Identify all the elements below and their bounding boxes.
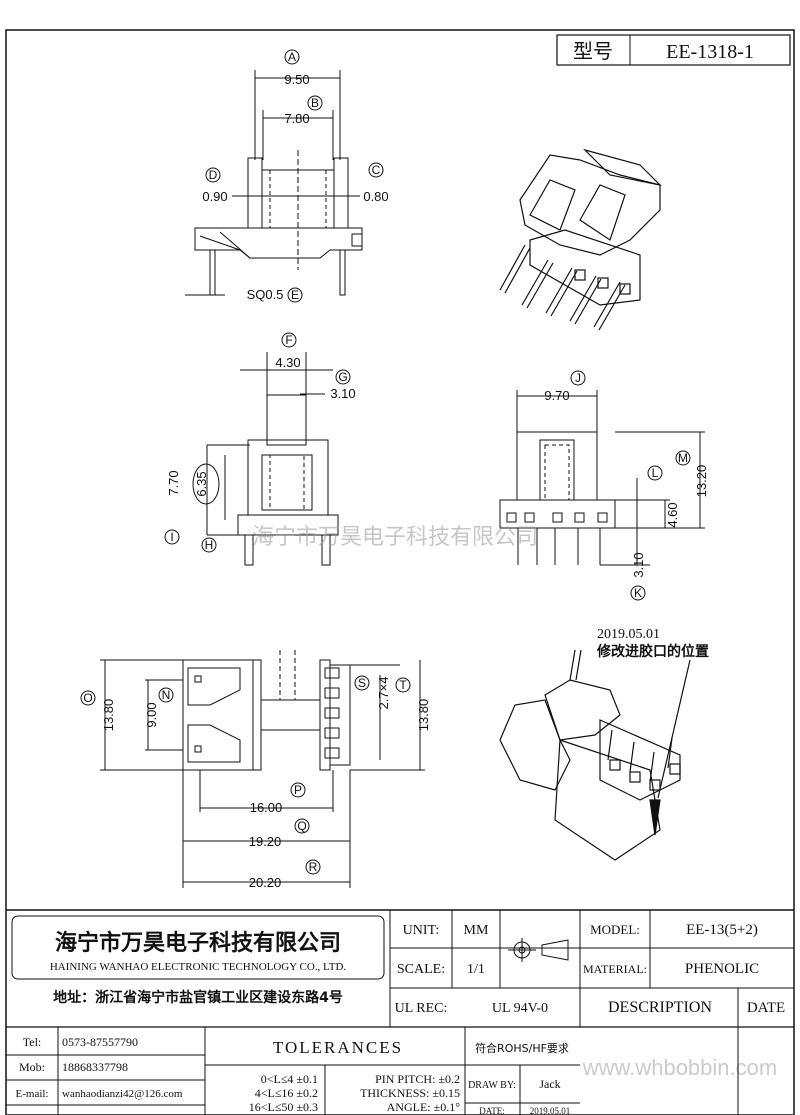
dim-Q-value: 19.20 <box>249 834 282 849</box>
bottom-view: 13.80 O 9.00 N 13.80 T 2.7×4 S 16.00 P 1… <box>80 650 431 890</box>
email-label: E-mail: <box>16 1088 49 1100</box>
material-label: MATERIAL: <box>583 962 647 976</box>
watermark-url: www.whbobbin.com <box>582 1055 777 1080</box>
company-address: 地址：浙江省海宁市盐官镇工业区建设东路4号 <box>53 989 343 1006</box>
front-view: 9.50 A 7.80 B D 0.90 C 0.80 SQ0.5 E <box>185 49 389 303</box>
isometric-view-bottom: 2019.05.01 修改进胶口的位置 <box>499 627 709 861</box>
dim-B-value: 7.80 <box>284 111 309 126</box>
dim-G-value: 3.10 <box>330 386 355 401</box>
date-header-label: DATE <box>747 1000 785 1016</box>
label-O: O <box>83 691 92 705</box>
watermark-company: 海宁市万昊电子科技有限公司 <box>252 525 538 550</box>
date-row-label: DATE: <box>479 1106 505 1115</box>
label-R: R <box>309 860 318 874</box>
label-I: I <box>170 530 173 544</box>
label-F: F <box>285 333 292 347</box>
mob-label: Mob: <box>19 1060 45 1074</box>
draw-by-label: DRAW BY: <box>468 1080 516 1091</box>
label-A: A <box>288 50 296 64</box>
tel-value: 0573-87557790 <box>62 1035 138 1049</box>
label-K: K <box>634 586 642 600</box>
material-value: PHENOLIC <box>685 961 759 977</box>
note-text: 修改进胶口的位置 <box>596 643 709 660</box>
isometric-view-top <box>499 148 662 331</box>
rohs-label: 符合ROHS/HF要求 <box>475 1041 569 1055</box>
dim-M-value: 13.20 <box>694 465 709 498</box>
title-block: 海宁市万昊电子科技有限公司 HAINING WANHAO ELECTRONIC … <box>6 909 794 1115</box>
label-L: L <box>652 466 659 480</box>
dim-P-value: 16.00 <box>250 800 283 815</box>
label-Q: Q <box>297 819 306 833</box>
dim-J-value: 9.70 <box>544 388 569 403</box>
side-view: 4.30 F 3.10 G 7.70 6.35 I H <box>164 332 356 566</box>
label-M: M <box>678 451 688 465</box>
description-label: DESCRIPTION <box>608 999 712 1016</box>
company-name-en: HAINING WANHAO ELECTRONIC TECHNOLOGY CO.… <box>50 961 347 973</box>
draw-by-value: Jack <box>539 1077 560 1091</box>
note-date: 2019.05.01 <box>597 627 660 642</box>
label-T: T <box>399 678 407 692</box>
company-name-cn: 海宁市万昊电子科技有限公司 <box>55 930 341 956</box>
model-header: 型号 EE-1318-1 <box>556 34 791 66</box>
label-N: N <box>162 688 171 702</box>
dim-S-value: 2.7×4 <box>376 677 391 710</box>
tol-thickness: THICKNESS: ±0.15 <box>360 1086 460 1100</box>
dim-F-value: 4.30 <box>275 355 300 370</box>
dim-N-value: 9.00 <box>144 702 159 727</box>
sheet-border <box>5 29 795 1115</box>
date-row-value: 2019.05.01 <box>530 1106 571 1115</box>
model-value: EE-13(5+2) <box>686 922 758 938</box>
label-C: C <box>372 163 381 177</box>
dim-T-value: 13.80 <box>416 699 431 732</box>
tel-label: Tel: <box>23 1035 42 1049</box>
projection-symbol-icon <box>508 938 569 962</box>
mob-value: 18868337798 <box>62 1060 128 1074</box>
dim-A-value: 9.50 <box>284 72 309 87</box>
unit-label: UNIT: <box>403 923 440 938</box>
label-G: G <box>338 370 347 384</box>
ulrec-label: UL REC: <box>395 1001 448 1016</box>
label-J: J <box>575 371 581 385</box>
model-header-value: EE-1318-1 <box>666 41 754 63</box>
dim-R-value: 20.20 <box>249 875 282 890</box>
dim-C-value: 0.80 <box>363 189 388 204</box>
label-B: B <box>311 96 319 110</box>
label-D: D <box>209 168 218 182</box>
label-E: E <box>291 288 299 302</box>
tol-row-2: 4<L≤16 ±0.2 <box>255 1086 318 1100</box>
dim-I-value: 7.70 <box>166 470 181 495</box>
dim-O-value: 13.80 <box>101 699 116 732</box>
dim-D-value: 0.90 <box>202 189 227 204</box>
dim-E-value: SQ0.5 <box>247 287 284 302</box>
label-P: P <box>294 783 302 797</box>
dim-K-value: 3.10 <box>631 552 646 577</box>
tol-pin-pitch: PIN PITCH: ±0.2 <box>375 1072 460 1086</box>
scale-label: SCALE: <box>397 962 445 977</box>
label-H: H <box>205 538 214 552</box>
label-S: S <box>358 676 366 690</box>
unit-value: MM <box>464 923 489 938</box>
end-view: 9.70 J 13.20 M 4.60 L 3.10 K <box>499 370 709 601</box>
model-label: MODEL: <box>590 922 640 937</box>
email-value: wanhaodianzi42@126.com <box>62 1088 183 1100</box>
dim-H-value: 6.35 <box>194 471 209 496</box>
tol-angle: ANGLE: ±0.1° <box>387 1100 461 1114</box>
scale-value: 1/1 <box>467 962 485 977</box>
tol-row-3: 16<L≤50 ±0.3 <box>249 1100 318 1114</box>
ulrec-value: UL 94V-0 <box>492 1001 548 1016</box>
tol-row-1: 0<L≤4 ±0.1 <box>261 1072 318 1086</box>
dim-L-value: 4.60 <box>665 502 680 527</box>
tolerances-label: TOLERANCES <box>273 1038 403 1057</box>
model-header-label: 型号 <box>573 39 613 63</box>
